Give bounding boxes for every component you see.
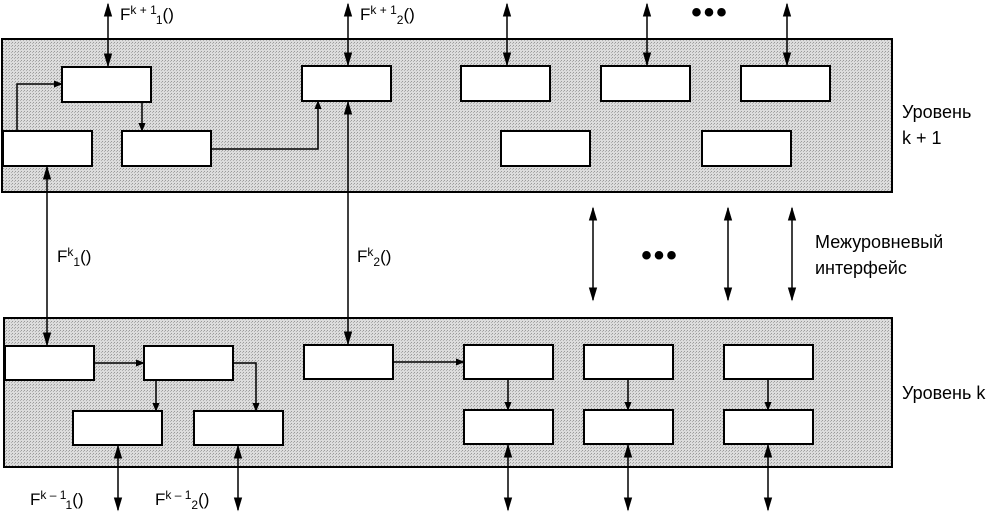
- upper-box-b: [2, 130, 93, 167]
- upper-layer-label-line2: k + 1: [902, 128, 942, 148]
- func-label-lower-2: Fk – 12(): [155, 488, 209, 512]
- interface-label-line1: Межуровневый: [815, 232, 943, 252]
- upper-box-a: [61, 66, 152, 103]
- lower-box-c: [303, 344, 394, 380]
- lower-box-e: [583, 344, 674, 380]
- lower-box-d: [463, 344, 554, 380]
- upper-flow-c-to-d: [211, 100, 322, 150]
- upper-box-f: [600, 65, 691, 102]
- upper-box-e: [460, 65, 551, 102]
- func-label-inter-1: Fk1(): [57, 245, 91, 269]
- upper-layer-label-line1: Уровень: [902, 102, 971, 122]
- interface-label-line2: интерфейс: [815, 258, 907, 278]
- lower-box-f: [723, 344, 814, 380]
- upper-box-d: [301, 65, 392, 102]
- upper-flow-b-to-a: [16, 80, 63, 131]
- lower-box-h: [193, 410, 284, 446]
- upper-layer-band: [1, 38, 893, 193]
- upper-box-h: [500, 130, 591, 167]
- lower-box-b: [143, 345, 234, 381]
- lower-box-j: [583, 409, 674, 445]
- lower-layer-label: Уровень k: [902, 383, 986, 403]
- func-label-lower-1: Fk – 11(): [30, 488, 84, 512]
- lower-box-g: [72, 410, 163, 446]
- lower-box-k: [723, 409, 814, 445]
- inter-ellipsis: •••: [641, 239, 679, 272]
- lower-box-a: [4, 345, 95, 381]
- upper-ellipsis: •••: [691, 0, 729, 29]
- upper-box-i: [701, 130, 792, 167]
- func-label-inter-2: Fk2(): [357, 245, 391, 269]
- func-label-upper-1: Fk + 11(): [120, 3, 174, 27]
- lower-box-i: [463, 409, 554, 445]
- upper-box-c: [121, 130, 212, 167]
- upper-box-g: [740, 65, 831, 102]
- func-label-upper-2: Fk + 12(): [360, 3, 415, 27]
- lower-flow-b-to-h: [233, 362, 260, 412]
